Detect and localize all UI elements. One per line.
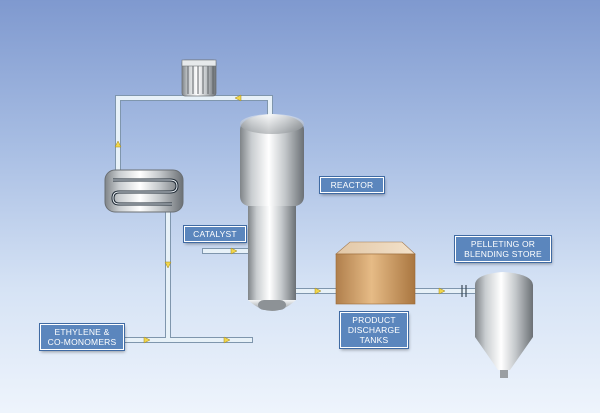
ethylene-label-line: ETHYLENE &	[54, 327, 110, 337]
flow-arrow	[438, 287, 446, 295]
heat-exchanger	[104, 169, 184, 213]
product-discharge-label: PRODUCT DISCHARGE TANKS	[340, 312, 408, 348]
pelleting-label-line: BLENDING STORE	[464, 249, 542, 259]
flow-arrow	[114, 140, 122, 148]
compressor-fan	[181, 59, 217, 97]
flow-arrow	[234, 94, 242, 102]
reactor-label-text: REACTOR	[330, 180, 374, 190]
reactor-vessel	[240, 114, 304, 311]
flow-arrow	[223, 336, 231, 344]
pelleting-label-line: PELLETING OR	[470, 239, 536, 249]
catalyst-label-text: CATALYST	[193, 229, 237, 239]
product-label-line: TANKS	[359, 335, 389, 345]
flow-arrow	[314, 287, 322, 295]
flow-arrow	[143, 336, 151, 344]
catalyst-label: CATALYST	[184, 226, 246, 242]
product-label-line: PRODUCT	[352, 315, 396, 325]
flow-arrow	[164, 261, 172, 269]
product-label-line: DISCHARGE	[347, 325, 401, 335]
ethylene-label-line: CO-MONOMERS	[47, 337, 117, 347]
flow-arrow	[230, 247, 238, 255]
ethylene-label: ETHYLENE & CO-MONOMERS	[40, 324, 124, 350]
pelleting-label: PELLETING OR BLENDING STORE	[455, 236, 551, 262]
flow-arrows	[114, 94, 446, 344]
reactor-label: REACTOR	[320, 177, 384, 193]
product-discharge-tank	[335, 241, 416, 305]
blending-silo	[475, 272, 533, 378]
valve	[461, 285, 467, 297]
